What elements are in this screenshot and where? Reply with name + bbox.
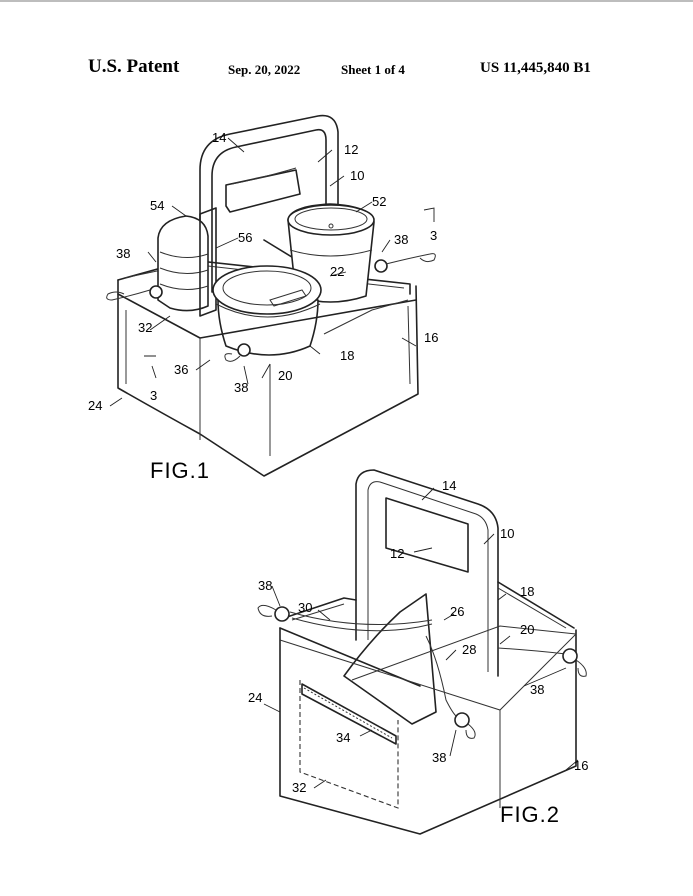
fig2-ref-34: 34 xyxy=(336,730,350,745)
header-sheet: Sheet 1 of 4 xyxy=(341,62,405,77)
fig1-cord-left xyxy=(106,289,151,301)
fig2-inner-floor-line xyxy=(351,625,577,681)
fig1-ref-3-bottom: 3 xyxy=(150,388,157,403)
fig2-ref-16: 16 xyxy=(574,758,588,773)
fig2-cord-front xyxy=(425,635,457,717)
fig1-ref-56: 56 xyxy=(238,230,252,245)
fig2-cord-back xyxy=(289,611,433,632)
fig1-cup-front-lid xyxy=(212,265,322,315)
fig1-toggle-front xyxy=(237,343,251,357)
figure-2-drawing: 14 10 12 38 30 26 18 20 28 24 38 34 38 1… xyxy=(248,469,588,835)
fig1-cup-right-lid-inner xyxy=(294,207,368,231)
fig1-ref-22: 22 xyxy=(330,264,344,279)
fig1-ref-10: 10 xyxy=(350,168,364,183)
fig2-ref-24: 24 xyxy=(248,690,262,705)
fig1-ref-36: 36 xyxy=(174,362,188,377)
fig1-inner-divider xyxy=(323,299,409,335)
fig2-toggle-front xyxy=(454,712,470,728)
fig1-cup-front-lid-rim xyxy=(215,303,321,318)
fig1-handle-inner xyxy=(211,128,327,293)
fig2-handle xyxy=(355,469,499,677)
fig1-section-arrow-bottom xyxy=(144,355,157,379)
fig2-leader-lines xyxy=(263,487,579,789)
fig2-ref-14: 14 xyxy=(442,478,456,493)
fig1-cord-front xyxy=(224,353,241,362)
fig2-toggle-right xyxy=(562,648,578,664)
fig2-label: FIG.2 xyxy=(500,802,560,827)
fig1-handle-opening xyxy=(225,169,301,213)
fig2-ref-28: 28 xyxy=(462,642,476,657)
fig1-label: FIG.1 xyxy=(150,458,210,483)
fig2-bag-front-top xyxy=(279,627,421,687)
header-patent-number: US 11,445,840 B1 xyxy=(480,60,591,76)
fig2-ref-20: 20 xyxy=(520,622,534,637)
fig1-stacked-container xyxy=(157,215,209,312)
header-date: Sep. 20, 2022 xyxy=(228,62,301,77)
fig1-handle xyxy=(199,114,339,293)
top-border-line xyxy=(0,0,693,2)
fig2-ref-38-front: 38 xyxy=(432,750,446,765)
fig1-toggle-right xyxy=(374,259,388,273)
fig2-cord-right xyxy=(497,647,567,655)
fig2-bag-outline xyxy=(279,627,577,835)
fig1-ref-18: 18 xyxy=(340,348,354,363)
fig1-toggle-left xyxy=(149,285,163,299)
fig1-ref-24: 24 xyxy=(88,398,102,413)
fig1-ref-38-right: 38 xyxy=(394,232,408,247)
fig1-container-rings xyxy=(159,251,209,290)
fig2-ref-32: 32 xyxy=(292,780,306,795)
fig1-cup-front-sip-slot xyxy=(269,289,307,307)
fig2-toggle-left xyxy=(274,606,290,622)
fig2-toggle-front-loop xyxy=(465,723,476,739)
fig2-ref-26: 26 xyxy=(450,604,464,619)
fig2-toggle-right-loop xyxy=(575,659,587,677)
fig1-ref-14: 14 xyxy=(212,130,226,145)
fig1-leader-lines xyxy=(109,137,417,407)
fig2-ref-38-right: 38 xyxy=(530,682,544,697)
fig1-cup-right-hole xyxy=(328,223,334,229)
fig2-bag-back-rim xyxy=(283,581,575,629)
fig2-divider-panel xyxy=(343,593,437,725)
fig2-ref-30: 30 xyxy=(298,600,312,615)
fig1-ref-16: 16 xyxy=(424,330,438,345)
fig1-ref-38-left: 38 xyxy=(116,246,130,261)
fig2-bag-back-inner-rim xyxy=(291,587,567,629)
fig1-bag-outline xyxy=(117,279,419,477)
fig1-ref-52: 52 xyxy=(372,194,386,209)
fig1-ref-32: 32 xyxy=(138,320,152,335)
fig2-ref-10: 10 xyxy=(500,526,514,541)
fig1-ref-20: 20 xyxy=(278,368,292,383)
fig1-cup-right-sleeve xyxy=(289,249,373,257)
fig1-ref-12: 12 xyxy=(344,142,358,157)
fig2-ref-38-left: 38 xyxy=(258,578,272,593)
fig1-divider-panel xyxy=(199,207,217,317)
fig1-handle-slot-edge xyxy=(231,167,297,185)
fig2-zipper-teeth xyxy=(303,687,393,739)
fig2-ref-12: 12 xyxy=(390,546,404,561)
fig1-ref-38-front: 38 xyxy=(234,380,248,395)
fig1-section-arrow-top xyxy=(423,207,435,222)
fig1-ref-3-top: 3 xyxy=(430,228,437,243)
fig2-toggle-left-loop xyxy=(257,604,277,617)
fig2-handle-opening xyxy=(385,497,469,573)
header-patent-label: U.S. Patent xyxy=(88,56,180,77)
fig1-bag-seam-right xyxy=(407,305,411,385)
fig1-cord-right xyxy=(385,253,436,265)
figure-1-drawing: 14 12 10 52 54 56 38 3 38 22 32 16 18 36… xyxy=(88,114,438,483)
fig2-zipper xyxy=(301,683,397,745)
fig1-ref-54: 54 xyxy=(150,198,164,213)
fig2-ref-18: 18 xyxy=(520,584,534,599)
fig1-cup-front-lid-inner xyxy=(222,270,312,306)
fig2-handle-inner xyxy=(367,481,489,672)
fig2-pocket-outline xyxy=(299,680,399,809)
